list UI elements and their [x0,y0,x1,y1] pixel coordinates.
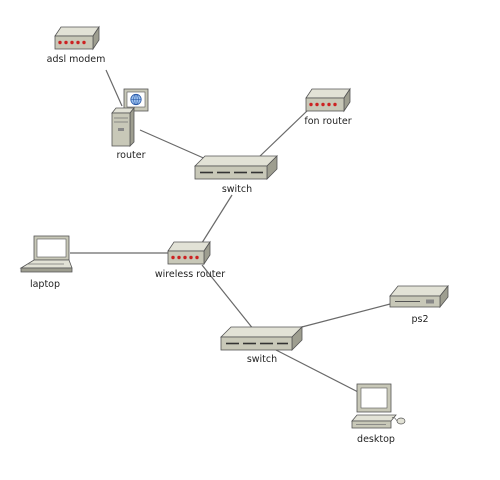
node-adsl-modem[interactable]: adsl modem [47,25,106,65]
server-router-icon [111,88,149,147]
laptop-icon [19,235,73,273]
node-ps2[interactable]: ps2 [389,284,449,325]
link-switch-bottom-desktop [275,349,363,395]
link-adsl-modem-router [105,69,123,107]
modem-icon [167,240,211,266]
link-router-switch-top [139,129,209,161]
console-icon [389,284,449,309]
node-label-switch-bottom: switch [247,354,277,365]
link-switch-bottom-ps2 [297,302,395,329]
switch-icon [220,326,303,351]
node-desktop[interactable]: desktop [351,383,406,445]
node-label-ps2: ps2 [411,314,428,325]
node-laptop[interactable]: laptop [19,235,73,290]
node-fon-router[interactable]: fon router [304,87,352,127]
link-fon-router-switch-top [257,109,309,159]
node-label-laptop: laptop [30,279,60,290]
node-label-desktop: desktop [357,434,395,445]
link-wireless-router-switch-bottom [201,264,255,331]
connection-lines [70,69,395,395]
node-label-adsl-modem: adsl modem [47,54,106,65]
node-label-switch-top: switch [222,184,252,195]
link-switch-top-wireless-router [199,194,233,247]
switch-icon [194,155,278,180]
node-label-wireless-router: wireless router [155,269,225,280]
modem-icon [305,87,351,113]
desktop-computer-icon [351,383,406,429]
node-router[interactable]: router [111,88,149,161]
modem-icon [54,25,100,51]
node-wireless-router[interactable]: wireless router [155,240,225,280]
node-label-fon-router: fon router [304,116,351,127]
node-switch-top[interactable]: switch [194,155,278,195]
node-label-router: router [116,150,145,161]
node-switch-bottom[interactable]: switch [220,326,303,365]
